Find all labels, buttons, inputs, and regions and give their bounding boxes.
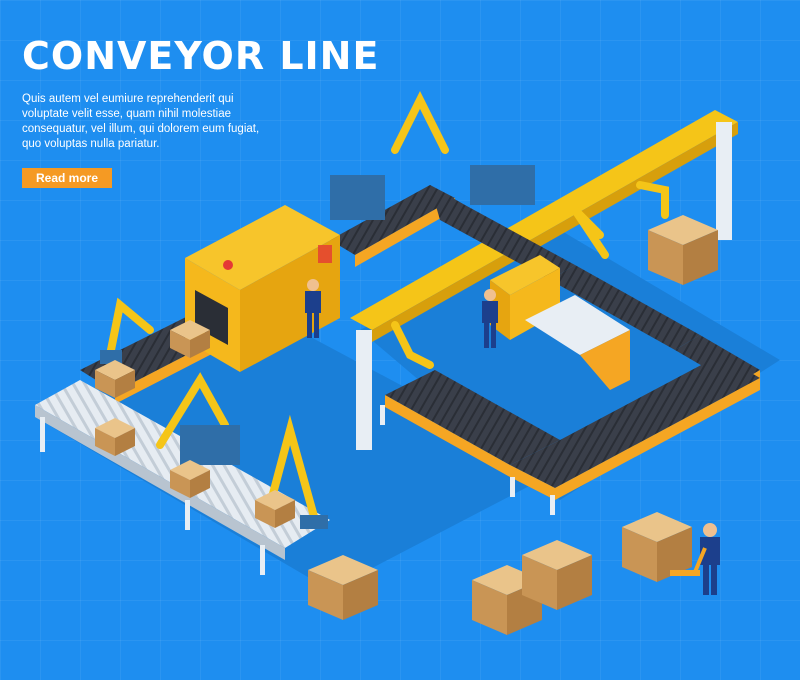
- floor-shadows: [40, 230, 780, 590]
- worker-icon: [305, 279, 720, 595]
- lathe-icon: [490, 255, 630, 390]
- intro-description: Quis autem vel eumiure reprehenderit qui…: [22, 93, 260, 150]
- robot-bases: [100, 165, 535, 529]
- page-title: CONVEYOR LINE: [22, 34, 380, 78]
- lower-conveyor-belt: [380, 355, 760, 515]
- read-more-button[interactable]: Read more: [22, 168, 112, 188]
- overhead-gantry: [350, 110, 738, 450]
- control-machine: [185, 205, 340, 372]
- robot-arm-icon: [106, 91, 669, 524]
- pallet-jack-icon: [670, 547, 707, 576]
- cardboard-box-icon: [95, 215, 718, 635]
